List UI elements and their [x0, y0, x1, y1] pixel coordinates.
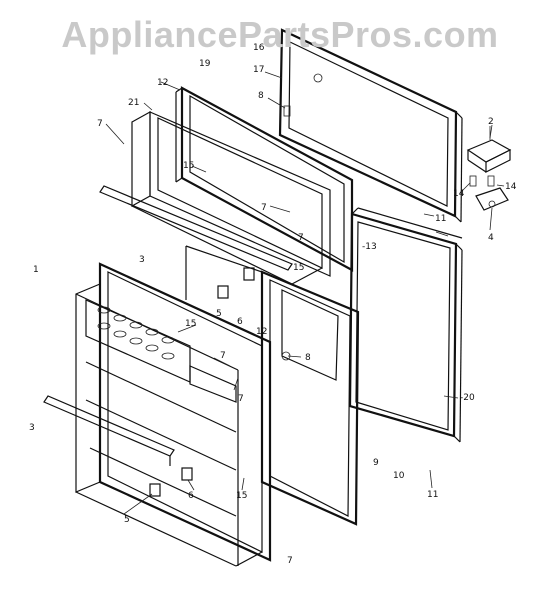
shelf-clips — [149, 267, 255, 497]
label-5-top: 5 — [216, 309, 222, 319]
freezer-door-outer — [278, 28, 463, 223]
fresh-food-door-frame — [185, 245, 360, 526]
label-14-right: 14 — [505, 182, 517, 192]
label-13: -13 — [362, 242, 377, 252]
label-14-left: 14 — [453, 189, 465, 199]
label-12-top: 12 — [157, 78, 168, 88]
fresh-food-door-liner — [75, 262, 272, 567]
label-6-top: 6 — [237, 317, 243, 327]
label-15-a: 15 — [183, 161, 194, 171]
label-19: 19 — [199, 59, 211, 69]
label-2: 2 — [488, 117, 494, 127]
top-hinge-parts — [466, 126, 512, 211]
freezer-gasket-frame — [131, 110, 331, 285]
label-7-e: 7 — [238, 394, 244, 404]
label-9: 9 — [373, 458, 379, 468]
label-21: 21 — [128, 98, 139, 108]
label-16: 16 — [253, 43, 265, 53]
leader-lines — [105, 71, 505, 515]
label-20: -20 — [460, 393, 475, 403]
label-11-top: 11 — [435, 214, 446, 224]
freezer-shelf-bar — [99, 185, 293, 271]
label-5-bottom: 5 — [124, 515, 130, 525]
label-11-bottom: 11 — [427, 490, 438, 500]
label-17: 17 — [253, 65, 264, 75]
label-8-top: 8 — [258, 91, 264, 101]
label-3-bottom: 3 — [29, 423, 35, 433]
label-8-mid: 8 — [305, 353, 311, 363]
label-7-d: 7 — [220, 351, 226, 361]
label-7-c: 7 — [298, 233, 304, 243]
label-6-bottom: 6 — [188, 491, 194, 501]
label-3-top: 3 — [139, 255, 145, 265]
label-4: 4 — [488, 233, 494, 243]
label-1: 1 — [33, 265, 39, 275]
label-7-a: 7 — [97, 119, 103, 129]
label-10: 10 — [393, 471, 405, 481]
part-labels: 16 19 17 8 12 21 7 2 14 14 15 7 7 11 4 -… — [29, 43, 517, 566]
freezer-door-liner — [175, 86, 354, 272]
label-15-d: 15 — [236, 491, 247, 501]
label-7-f: 7 — [287, 556, 293, 566]
label-12-mid: 12 — [256, 327, 267, 337]
label-7-b: 7 — [261, 203, 267, 213]
label-15-b: 15 — [293, 263, 304, 273]
label-15-c: 15 — [185, 319, 196, 329]
door-shelf-bar — [43, 395, 175, 466]
